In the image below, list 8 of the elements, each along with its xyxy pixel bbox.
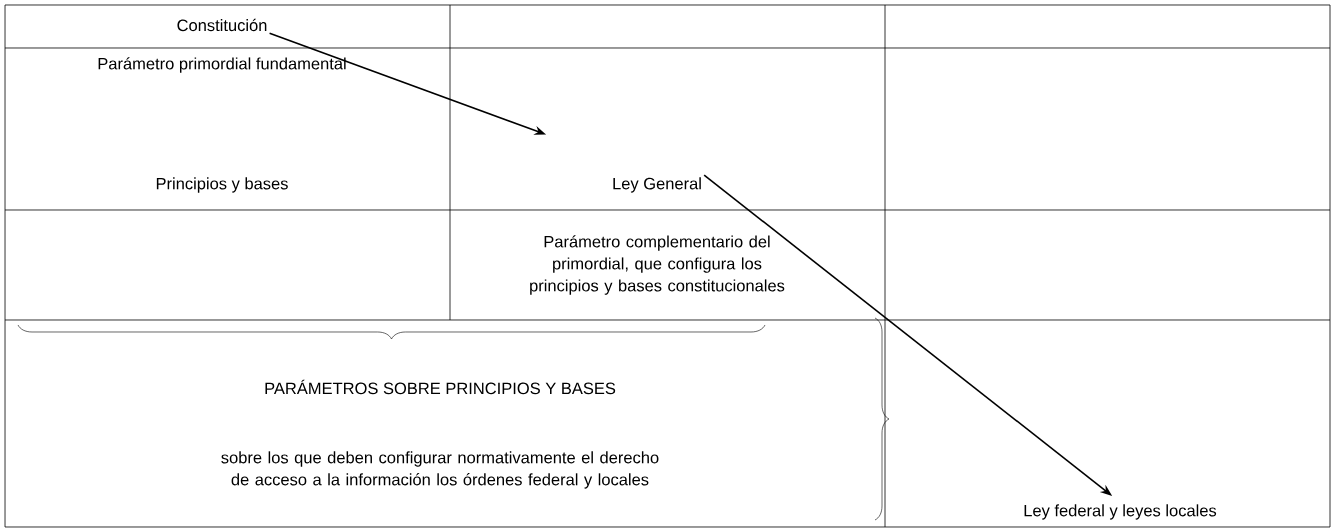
cell-text: sobre los que deben configurar normativamente el derecho de acceso a la información los órdenes federal y locales (221, 451, 659, 489)
cell-text: Principios y bases (156, 177, 288, 193)
node-text: Ley General (613, 177, 701, 193)
cell-text: Parámetro complementario del primordial, que configura los principios y bases constitucionales (530, 235, 785, 295)
node-text: Ley federal y leyes locales (1024, 504, 1217, 520)
cell-text: PARÁMETROS SOBRE PRINCIPIOS Y BASES (265, 379, 616, 395)
cell-text: Parámetro primordial fundamental (98, 57, 346, 73)
node-text: Constitución (177, 18, 267, 32)
